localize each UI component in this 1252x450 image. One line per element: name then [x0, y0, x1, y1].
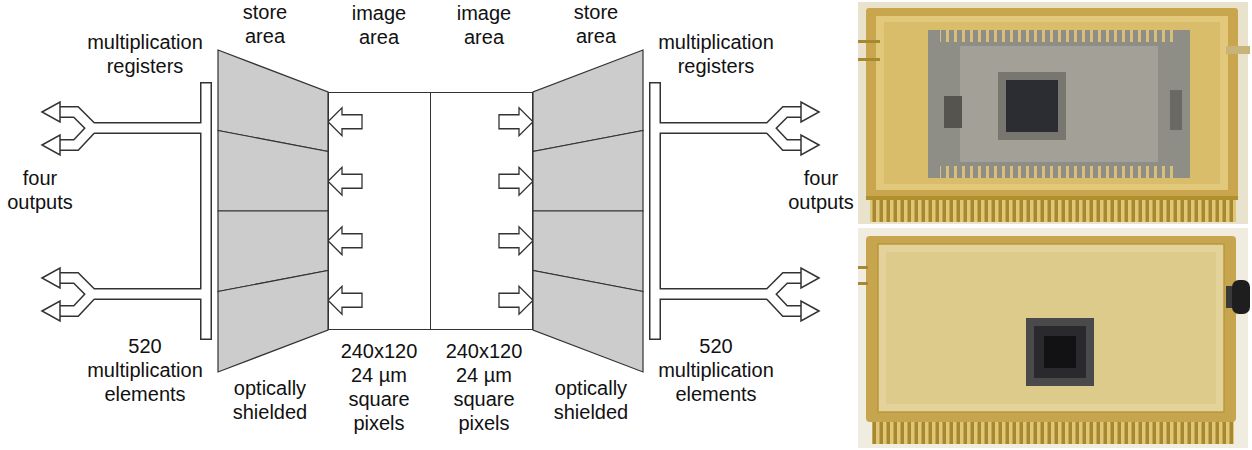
text-slot: image area: [344, 1, 414, 49]
area-heading: image area: [449, 1, 519, 49]
text-slot: image area: [449, 1, 519, 49]
package-photo-closed: [1232, 280, 1250, 314]
multiplication-register: [58, 84, 206, 339]
output-amplifier: [42, 268, 60, 288]
package-photo-open: [940, 166, 1178, 178]
package-photo-open: [858, 58, 880, 61]
text-slot: 240x120 24 µm square pixels: [437, 339, 532, 435]
store-section: [533, 271, 643, 373]
area-heading: store area: [235, 0, 295, 48]
label-slot: 520 multiplication elements: [75, 334, 215, 406]
store-section: [218, 131, 328, 212]
package-photo-open: [960, 46, 1158, 162]
store-area: store areaoptically shielded: [218, 50, 328, 372]
image-area: image area240x120 24 µm square pixels: [430, 92, 533, 330]
label-slot: multiplication registers: [646, 30, 786, 78]
area-caption: optically shielded: [546, 376, 636, 424]
package-photo-closed: [858, 266, 868, 269]
image-area: image area240x120 24 µm square pixels: [328, 92, 431, 330]
package-photo-open: [858, 2, 1250, 224]
multiplication-register: [202, 84, 211, 339]
area-caption: optically shielded: [225, 376, 315, 424]
transfer-arrow: [328, 286, 362, 314]
multiplication-register: [58, 112, 206, 128]
package-photo-open: [928, 30, 1190, 178]
transfer-arrow: [499, 167, 533, 195]
label-slot: four outputs: [3, 166, 78, 214]
text-slot: store area: [235, 0, 295, 48]
store-trapezoid: [218, 50, 328, 372]
area-heading: store area: [566, 0, 626, 48]
package-photo-open: [940, 30, 1178, 42]
part-label: four outputs: [3, 166, 78, 214]
transfer-arrow: [328, 167, 362, 195]
package-photo-open: [1170, 90, 1182, 130]
part-label: multiplication registers: [646, 30, 786, 78]
label-slot: 520 multiplication elements: [646, 334, 786, 406]
store-area: store areaoptically shielded: [533, 50, 643, 372]
package-photo-closed: [858, 228, 1250, 448]
text-slot: store area: [566, 0, 626, 48]
transfer-arrow: [328, 108, 362, 136]
package-photo-closed: [866, 236, 1236, 422]
package-photo-open: [884, 22, 1220, 184]
transfer-arrow: [499, 227, 533, 255]
package-photo-closed: [858, 228, 1248, 448]
package-photo-closed: [1044, 336, 1076, 368]
multiplication-register: [58, 294, 92, 311]
output-amplifier: [42, 301, 60, 321]
transfer-arrow: [499, 108, 533, 136]
package-photo-open: [866, 196, 1238, 200]
package-photo-open: [858, 2, 1248, 224]
package-photo-open: [866, 8, 1238, 198]
text-slot: optically shielded: [546, 376, 636, 424]
part-label: four outputs: [784, 166, 859, 214]
part-label: multiplication registers: [75, 30, 215, 78]
label-slot: four outputs: [784, 166, 859, 214]
package-photo-open: [870, 200, 1236, 222]
package-photo-closed: [1026, 318, 1094, 386]
area-caption: 240x120 24 µm square pixels: [437, 339, 532, 435]
text-slot: 240x120 24 µm square pixels: [332, 339, 427, 435]
store-trapezoid: [533, 50, 643, 372]
part-label: 520 multiplication elements: [75, 334, 215, 406]
multiplication-register: [58, 278, 206, 294]
package-photo-closed: [1034, 326, 1086, 378]
package-photo-open: [876, 16, 1228, 190]
package-photo-open: [998, 72, 1066, 140]
area-heading: image area: [344, 1, 414, 49]
package-photo-open: [944, 96, 962, 128]
package-photo-closed: [858, 282, 868, 285]
multiplication-register: [58, 128, 92, 145]
package-photo-closed: [886, 252, 1216, 404]
store-section: [218, 271, 328, 373]
package-photo-open: [1006, 80, 1058, 132]
package-photo-open: [858, 40, 880, 43]
text-slot: optically shielded: [225, 376, 315, 424]
package-photo-closed: [878, 244, 1224, 412]
part-label: 520 multiplication elements: [646, 334, 786, 406]
label-slot: multiplication registers: [75, 30, 215, 78]
transfer-arrow: [499, 286, 533, 314]
store-section: [533, 131, 643, 212]
transfer-arrow: [328, 227, 362, 255]
multiplication-register: [200, 82, 212, 340]
output-amplifier: [42, 135, 60, 155]
output-amplifier: [42, 102, 60, 122]
package-photo-open: [1226, 46, 1250, 54]
area-caption: 240x120 24 µm square pixels: [332, 339, 427, 435]
